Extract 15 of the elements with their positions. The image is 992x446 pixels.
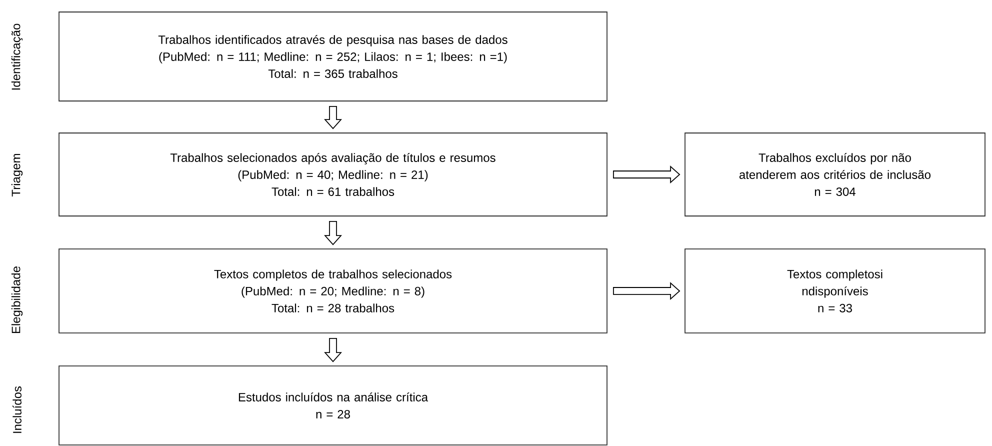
stage-label: Incluídos [12,386,22,433]
process-box: Trabalhos identificados através de pesquisa nas bases de dados (PubMed: n = 111; Medline: n = 252; Lilaos: n = 1; Ibees: n =1) Total: n = 365 trabalhos [58,12,608,102]
stage-label: Triagem [11,154,23,196]
block-arrow [613,282,680,300]
block-arrow [613,165,680,184]
block-arrow [324,106,342,130]
block-arrow [324,338,342,362]
process-box: Estudos incluídos na análise crítica n = 28 [58,366,608,446]
process-box: Trabalhos excluídos por não atenderem aos critérios de inclusão n = 304 [684,132,986,216]
stage-label: Identificação [11,24,23,90]
process-box: Trabalhos selecionados após avaliação de títulos e resumos (PubMed: n = 40; Medline: n = 21) Total: n = 61 trabalhos [58,132,608,216]
process-box: Textos completos de trabalhos selecionados (PubMed: n = 20; Medline: n = 8) Total: n = 28 trabalhos [58,248,608,334]
process-box: Textos completosi ndisponíveis n = 33 [684,248,986,334]
stage-label: Elegibilidade [11,266,23,334]
block-arrow [324,221,342,246]
